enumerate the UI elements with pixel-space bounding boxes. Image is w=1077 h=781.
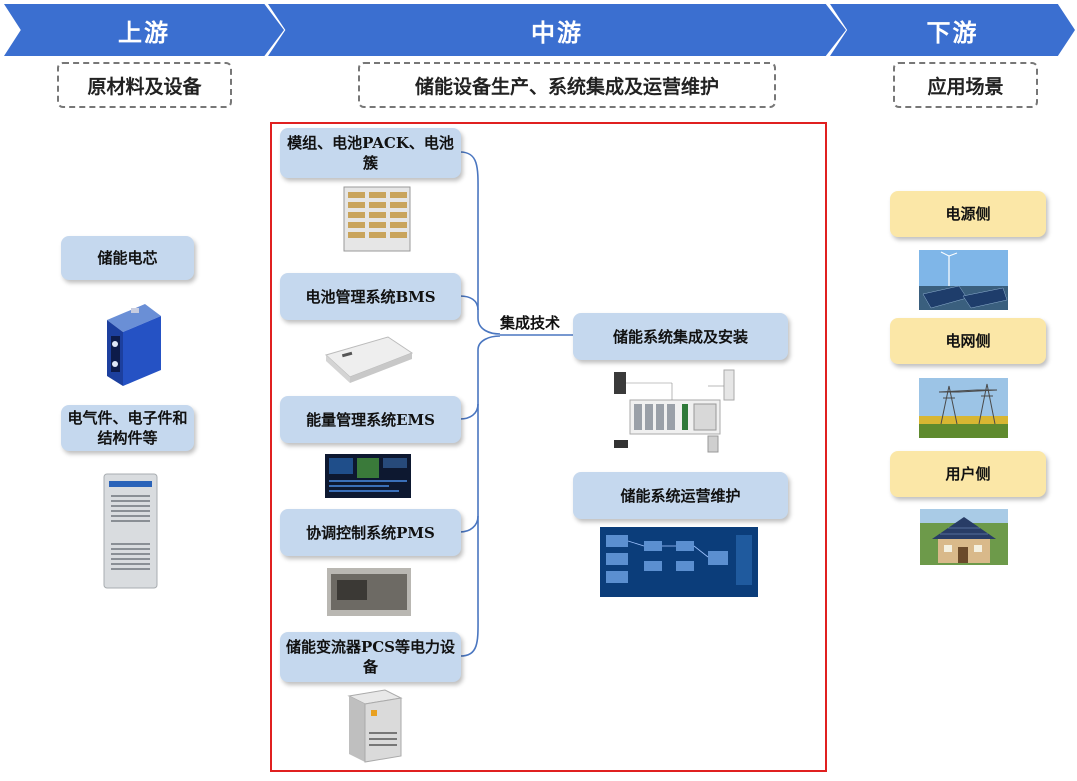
battery-cell-image: [107, 304, 161, 386]
node-pcs: 储能变流器PCS等电力设备: [280, 632, 461, 682]
node-components: 电气件、电子件和结构件等: [61, 405, 194, 451]
integration-tech-label: 集成技术: [500, 314, 561, 332]
node-source-side: 电源侧: [890, 191, 1046, 237]
midstream-arrow: 中游: [268, 4, 846, 56]
node-pms: 协调控制系统PMS: [280, 509, 461, 556]
battery-rack-image: [343, 186, 411, 252]
node-operation: 储能系统运营维护: [573, 472, 788, 519]
node-battery-cell: 储能电芯: [61, 236, 194, 280]
pms-controller-image: [327, 568, 411, 616]
node-bms: 电池管理系统BMS: [280, 273, 461, 320]
midstream-subtitle: 储能设备生产、系统集成及运营维护: [358, 62, 776, 108]
downstream-arrow: 下游: [830, 4, 1075, 56]
node-grid-side: 电网侧: [890, 318, 1046, 364]
node-integration: 储能系统集成及安装: [573, 313, 788, 360]
solar-wind-image: [919, 250, 1008, 310]
node-ems: 能量管理系统EMS: [280, 396, 461, 443]
upstream-arrow: 上游: [4, 4, 284, 56]
node-modules: 模组、电池PACK、电池簇: [280, 128, 461, 178]
bms-device-image: [325, 336, 414, 383]
upstream-subtitle: 原材料及设备: [57, 62, 232, 108]
pcs-cabinet-image: [347, 689, 403, 763]
upstream-title: 上游: [118, 17, 170, 47]
ems-screen-image: [325, 454, 411, 498]
midstream-title: 中游: [531, 17, 583, 47]
operation-dashboard-image: [600, 527, 758, 597]
node-user-side: 用户侧: [890, 451, 1046, 497]
integration-system-image: [614, 369, 735, 453]
power-grid-image: [919, 378, 1008, 438]
midstream-frame: [270, 122, 827, 772]
downstream-title: 下游: [926, 17, 979, 47]
downstream-subtitle: 应用场景: [893, 62, 1038, 108]
cabinet-image: [103, 473, 158, 589]
rooftop-solar-image: [920, 509, 1008, 565]
